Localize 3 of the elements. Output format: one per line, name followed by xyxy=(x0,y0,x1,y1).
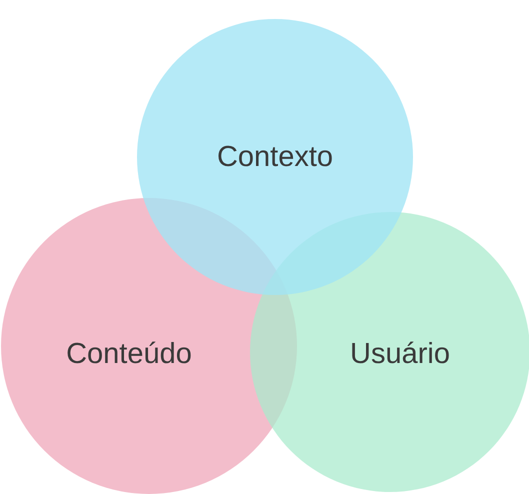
circle-label: Conteúdo xyxy=(66,338,192,370)
circle-label: Contexto xyxy=(216,140,334,174)
circle-label: Usuário xyxy=(350,338,450,370)
